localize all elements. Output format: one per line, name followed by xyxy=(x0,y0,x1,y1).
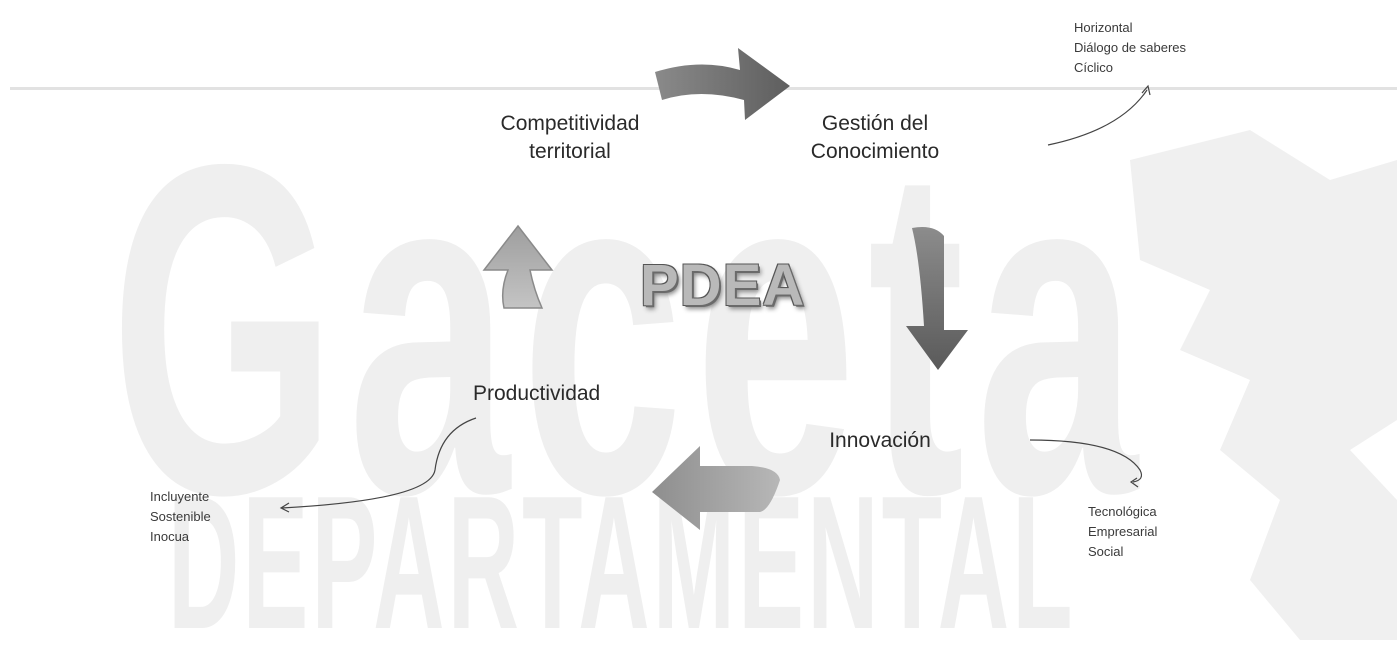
note-innovacion-1: Tecnológica xyxy=(1088,504,1157,519)
note-innovacion-3: Social xyxy=(1088,544,1124,559)
arrow-top xyxy=(655,48,790,120)
node-gestion-line2: Conocimiento xyxy=(810,140,940,163)
arrow-bottom xyxy=(652,446,780,530)
connector-gestion xyxy=(1047,89,1148,146)
node-competitividad-line2: territorial xyxy=(529,140,611,163)
connector-innovacion-head xyxy=(1129,477,1139,488)
note-gestion-1: Horizontal xyxy=(1074,20,1133,35)
notes-innovacion: Tecnológica Empresarial Social xyxy=(1088,502,1157,562)
connector-gestion-head xyxy=(1141,84,1151,96)
node-competitividad-line1: Competitividad xyxy=(500,112,640,135)
node-gestion-line1: Gestión del xyxy=(821,112,929,135)
note-productividad-3: Inocua xyxy=(150,529,190,544)
notes-gestion: Horizontal Diálogo de saberes Cíclico xyxy=(1074,18,1186,78)
note-productividad-1: Incluyente xyxy=(150,489,210,504)
node-productividad: Productividad xyxy=(473,382,601,405)
connector-productividad-head xyxy=(279,502,290,513)
note-innovacion-2: Empresarial xyxy=(1088,524,1158,539)
connector-productividad xyxy=(281,417,477,509)
node-competitividad: Competitividad territorial xyxy=(480,110,660,166)
watermark-map-shape xyxy=(1130,130,1397,640)
note-gestion-2: Diálogo de saberes xyxy=(1074,40,1187,55)
watermark-subtitle: DEPARTAMENTAL xyxy=(168,457,1076,669)
note-productividad-2: Sostenible xyxy=(150,509,211,524)
node-innovacion: Innovación xyxy=(829,429,931,452)
arrow-left xyxy=(482,224,554,309)
connector-innovacion xyxy=(1029,439,1143,483)
note-gestion-3: Cíclico xyxy=(1074,60,1114,75)
notes-productividad: Incluyente Sostenible Inocua xyxy=(150,487,211,547)
center-title: PDEA xyxy=(640,253,806,318)
arrow-right xyxy=(906,227,968,370)
node-gestion: Gestión del Conocimiento xyxy=(795,110,955,166)
